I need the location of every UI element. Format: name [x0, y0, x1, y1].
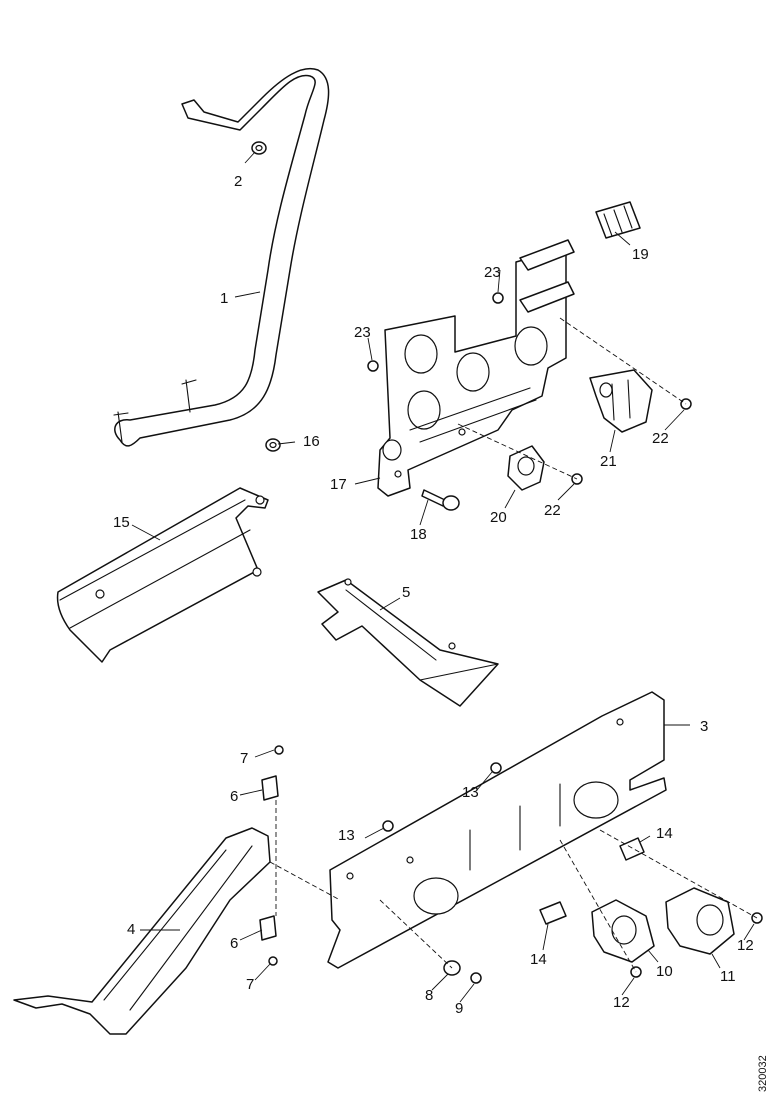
part-7-nuts [268, 745, 284, 966]
callout-14-right: 14 [656, 825, 673, 842]
callout-18: 18 [410, 526, 427, 543]
callout-4: 4 [127, 921, 135, 938]
drawing-reference-number: 320032 [757, 1055, 769, 1092]
part-2-bolt [251, 141, 267, 155]
callout-10: 10 [656, 963, 673, 980]
callout-14-lower: 14 [530, 951, 547, 968]
callout-20: 20 [490, 509, 507, 526]
callout-22-lower: 22 [544, 502, 561, 519]
part-16-nut [265, 438, 281, 452]
part-17-mounting-plate [377, 247, 567, 497]
callout-13-upper: 13 [462, 784, 479, 801]
callout-12-lower: 12 [613, 994, 630, 1011]
callout-9: 9 [455, 1000, 463, 1017]
callout-8: 8 [425, 987, 433, 1004]
callout-5: 5 [402, 584, 410, 601]
part-14-clips [539, 837, 645, 925]
callout-6-lower: 6 [230, 935, 238, 952]
part-5-bracket [317, 578, 499, 707]
part-3-main-rail [327, 691, 667, 969]
callout-11: 11 [720, 968, 736, 985]
callout-7-lower: 7 [246, 976, 254, 993]
part-8-9-fasteners [443, 960, 482, 984]
part-10-connector [591, 899, 655, 963]
callout-23-upper: 23 [484, 264, 501, 281]
callout-2: 2 [234, 173, 242, 190]
part-11-connector [665, 887, 735, 955]
callout-leaders [131, 151, 755, 1003]
callout-23-left: 23 [354, 324, 371, 341]
callout-13-left: 13 [338, 827, 355, 844]
callout-22-right: 22 [652, 430, 669, 447]
part-21-connector [589, 369, 653, 433]
callout-12-right: 12 [737, 937, 754, 954]
callouts: 1 2 3 4 5 6 6 7 7 8 9 10 11 12 12 13 13 … [113, 173, 754, 1017]
part-20-connector [507, 445, 545, 491]
part-19-brackets [519, 201, 641, 313]
callout-17: 17 [330, 476, 347, 493]
assembly-lines [269, 317, 758, 973]
callout-16: 16 [303, 433, 320, 450]
callout-21: 21 [600, 453, 617, 470]
callout-7-upper: 7 [240, 750, 248, 767]
callout-1: 1 [220, 290, 228, 307]
callout-19: 19 [632, 246, 649, 263]
part-18-bolt [421, 489, 460, 511]
callout-3: 3 [700, 718, 708, 735]
part-1-grab-handle [113, 67, 330, 447]
part-4-step [13, 827, 271, 1035]
part-15-guard [56, 487, 269, 663]
part-13-nuts [382, 762, 502, 832]
part-6-bushings [259, 775, 279, 941]
callout-15: 15 [113, 514, 130, 531]
part-23-nuts [367, 292, 504, 372]
callout-6-upper: 6 [230, 788, 238, 805]
